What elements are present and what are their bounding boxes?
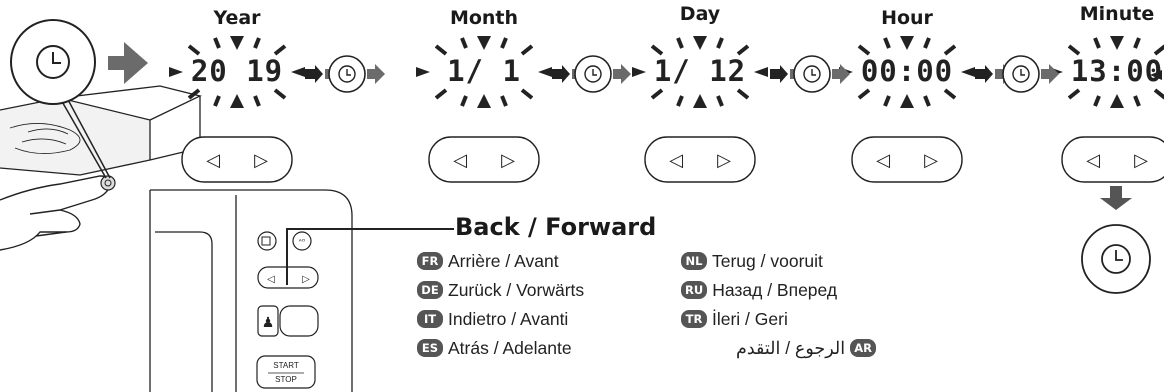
lang-code: RU — [681, 281, 708, 299]
lang-de: DE Zurück / Vorwärts — [417, 279, 584, 301]
step-connector — [305, 55, 385, 93]
flash-rays — [416, 36, 552, 108]
flash-rays — [169, 36, 305, 108]
lang-es: ES Atrás / Adelante — [417, 337, 572, 359]
lang-text: Arrière / Avant — [448, 250, 559, 271]
lang-text: Terug / vooruit — [712, 250, 823, 271]
step-connector — [975, 55, 1059, 93]
forward-arrow-icon: ▷ — [501, 150, 515, 171]
step-label-year: Year — [213, 7, 261, 29]
lang-text: Zurück / Vorwärts — [448, 279, 585, 300]
lang-code: NL — [681, 252, 707, 270]
forward-arrow-icon: ▷ — [924, 150, 938, 171]
lang-it: IT Indietro / Avanti — [417, 308, 568, 330]
back-forward-button: ◁▷ — [428, 136, 540, 183]
step-label-month: Month — [449, 7, 519, 29]
lang-tr: TR İleri / Geri — [681, 308, 788, 330]
svg-text:♟: ♟ — [262, 315, 275, 331]
lang-code: FR — [417, 252, 443, 270]
start-label: START — [273, 361, 299, 370]
lang-code: DE — [417, 281, 443, 299]
lang-text: الرجوع / التقدم — [736, 337, 846, 358]
lang-code: ES — [417, 339, 443, 357]
stop-label: STOP — [275, 375, 297, 384]
step-label-day: Day — [679, 3, 721, 25]
digit-display-year: 20 19 — [190, 54, 284, 88]
clock-icon — [1101, 244, 1131, 274]
forward-arrow-icon: ▷ — [1134, 150, 1148, 171]
svg-text:ᴬᴼ: ᴬᴼ — [299, 238, 306, 246]
back-arrow-icon: ◁ — [453, 150, 467, 171]
clock-button-callout — [10, 19, 116, 191]
flash-rays — [1049, 36, 1164, 108]
step-connector — [770, 55, 850, 93]
svg-text:◁: ◁ — [267, 274, 275, 285]
step-arrow — [1041, 64, 1059, 84]
back-forward-button: ◁▷ — [851, 136, 963, 183]
forward-arrow-icon: ▷ — [717, 150, 731, 171]
down-arrow — [1100, 186, 1132, 210]
digit-display-month: 1/ 1 — [447, 54, 521, 88]
back-arrow-icon: ◁ — [669, 150, 683, 171]
flash-rays — [632, 36, 768, 108]
step-label-hour: Hour — [881, 7, 933, 29]
lang-text: Atrás / Adelante — [448, 337, 572, 358]
step-arrow — [613, 64, 631, 84]
back-arrow-icon: ◁ — [876, 150, 890, 171]
back-forward-title: Back / Forward — [455, 213, 657, 241]
step-arrow — [367, 64, 385, 84]
digit-display-minute: 13:00 — [1070, 54, 1164, 88]
forward-arrow-icon: ▷ — [254, 150, 268, 171]
lang-text: Indietro / Avanti — [448, 308, 569, 329]
lang-code: TR — [681, 310, 707, 328]
device-buttons: ᴬᴼ ◁ ▷ ♟ — [256, 231, 319, 389]
back-forward-button: ◁▷ — [1061, 136, 1164, 183]
flash-rays — [839, 36, 975, 108]
digit-display-hour: 00:00 — [860, 54, 954, 88]
step-arrow — [832, 64, 850, 84]
title-leader-line — [286, 228, 454, 285]
lang-fr: FR Arrière / Avant — [417, 250, 559, 272]
back-arrow-icon: ◁ — [206, 150, 220, 171]
digit-display-day: 1/ 12 — [653, 54, 747, 88]
back-forward-button: ◁▷ — [181, 136, 293, 183]
back-arrow-icon: ◁ — [1086, 150, 1100, 171]
lang-code: AR — [850, 339, 877, 357]
big-arrow — [108, 42, 148, 84]
svg-text:▷: ▷ — [302, 274, 310, 285]
hand-illustration — [0, 175, 111, 251]
lang-nl: NL Terug / vooruit — [681, 250, 823, 272]
device-illustration — [0, 85, 353, 392]
step-label-minute: Minute — [1079, 3, 1155, 25]
lang-code: IT — [417, 310, 443, 328]
step-connector — [552, 55, 631, 93]
lang-text: Назад / Вперед — [712, 279, 838, 300]
back-forward-button: ◁▷ — [644, 136, 756, 183]
lang-text: İleri / Geri — [712, 308, 788, 329]
